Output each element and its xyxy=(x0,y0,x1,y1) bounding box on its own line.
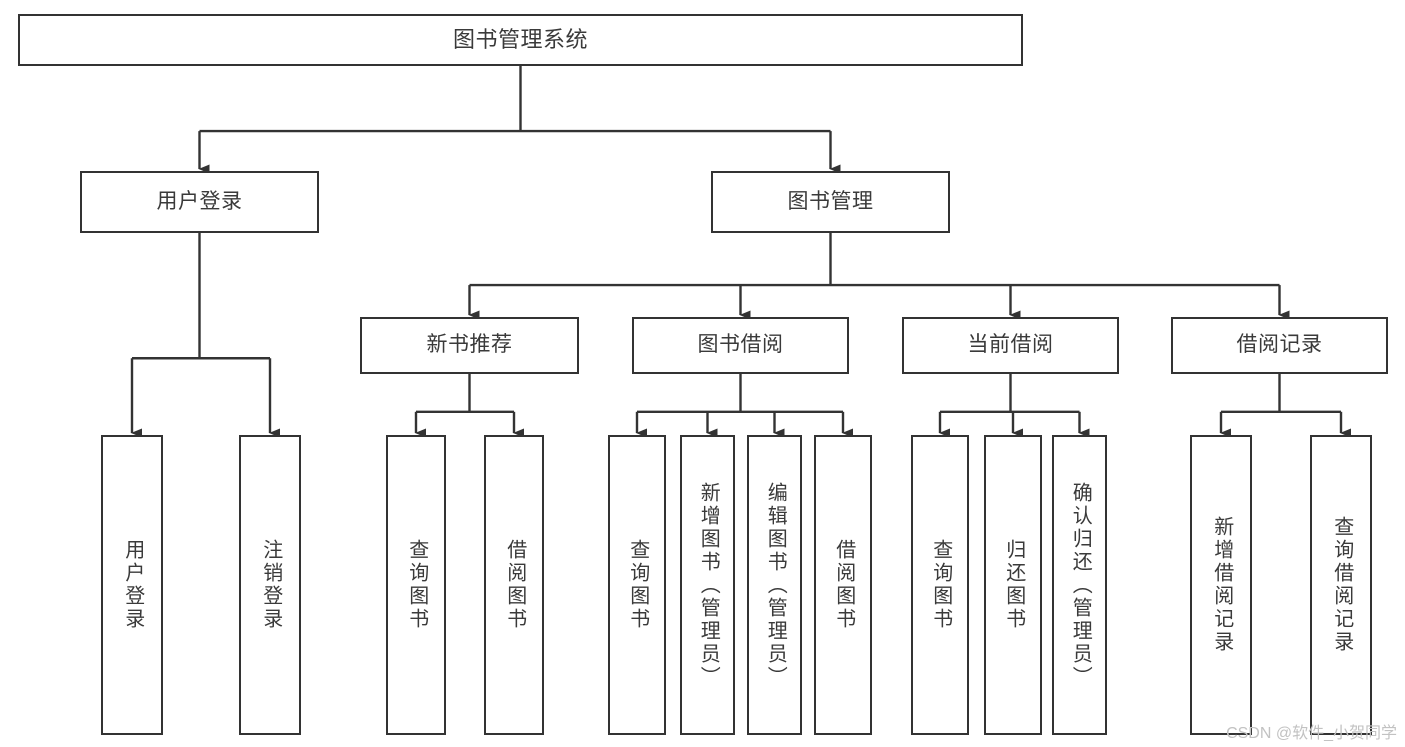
node-l12[interactable]: 新增借阅记录 xyxy=(1190,435,1252,735)
node-label: 新增借阅记录 xyxy=(1210,516,1233,654)
node-label: 图书管理 xyxy=(787,189,874,213)
node-label: 借阅图书 xyxy=(832,539,855,631)
node-label: 新增图书（管理员） xyxy=(697,481,720,689)
node-label: 用户登录 xyxy=(156,189,243,213)
node-l11[interactable]: 确认归还（管理员） xyxy=(1052,435,1107,735)
node-label: 查询图书 xyxy=(929,539,952,631)
node-label: 编辑图书（管理员） xyxy=(764,481,787,689)
node-l9[interactable]: 查询图书 xyxy=(911,435,969,735)
node-label: 用户登录 xyxy=(121,539,144,631)
node-l13[interactable]: 查询借阅记录 xyxy=(1310,435,1372,735)
node-label: 查询图书 xyxy=(405,539,428,631)
node-l2[interactable]: 注销登录 xyxy=(239,435,301,735)
node-label: 查询图书 xyxy=(626,539,649,631)
node-label: 当前借阅 xyxy=(967,333,1054,357)
node-label: 确认归还（管理员） xyxy=(1069,481,1092,689)
node-l4[interactable]: 借阅图书 xyxy=(484,435,544,735)
node-login[interactable]: 用户登录 xyxy=(80,171,319,233)
node-l5[interactable]: 查询图书 xyxy=(608,435,666,735)
node-record[interactable]: 借阅记录 xyxy=(1171,317,1388,374)
node-label: 注销登录 xyxy=(259,539,282,631)
node-label: 新书推荐 xyxy=(426,333,513,357)
node-label: 查询借阅记录 xyxy=(1330,516,1353,654)
node-root[interactable]: 图书管理系统 xyxy=(18,14,1023,66)
node-bookmgmt[interactable]: 图书管理 xyxy=(711,171,950,233)
node-label: 借阅记录 xyxy=(1236,333,1323,357)
node-label: 归还图书 xyxy=(1002,539,1025,631)
node-borrow[interactable]: 图书借阅 xyxy=(632,317,849,374)
node-l7[interactable]: 编辑图书（管理员） xyxy=(747,435,802,735)
node-l1[interactable]: 用户登录 xyxy=(101,435,163,735)
node-label: 借阅图书 xyxy=(503,539,526,631)
node-l6[interactable]: 新增图书（管理员） xyxy=(680,435,735,735)
node-label: 图书管理系统 xyxy=(452,27,588,53)
node-label: 图书借阅 xyxy=(697,333,784,357)
node-newbook[interactable]: 新书推荐 xyxy=(360,317,579,374)
node-l8[interactable]: 借阅图书 xyxy=(814,435,872,735)
csdn-watermark: CSDN @软件_小贺同学 xyxy=(1226,725,1397,742)
node-l10[interactable]: 归还图书 xyxy=(984,435,1042,735)
node-current[interactable]: 当前借阅 xyxy=(902,317,1119,374)
node-l3[interactable]: 查询图书 xyxy=(386,435,446,735)
